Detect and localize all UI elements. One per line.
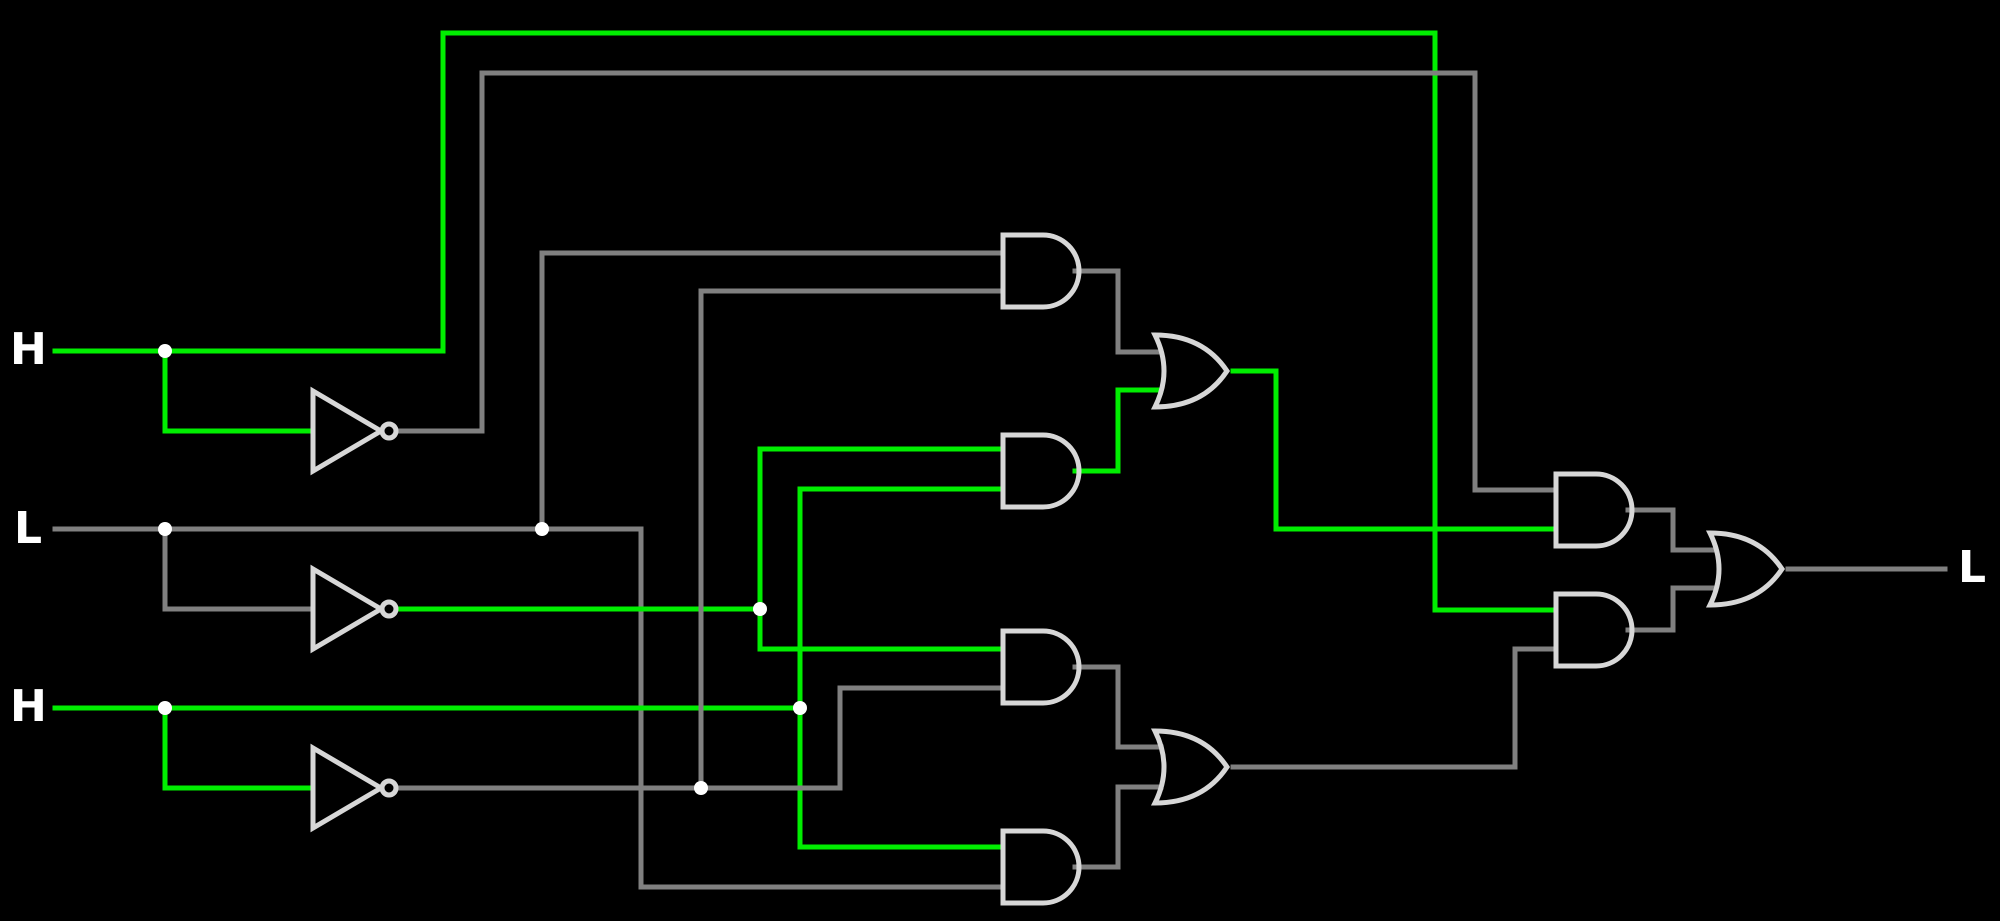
gates xyxy=(310,232,1786,906)
and-gate-1 xyxy=(1000,232,1082,310)
input-label-c: H xyxy=(10,681,47,732)
and-gate-6 xyxy=(1553,591,1635,669)
wire-not-b-to-and3 xyxy=(757,446,1006,652)
wire-input-c-to-and4 xyxy=(797,486,1006,850)
and-gate-3 xyxy=(1000,628,1082,706)
input-label-b: L xyxy=(14,503,43,554)
wires xyxy=(52,30,1948,890)
junctions xyxy=(158,344,807,795)
junction-dot-7 xyxy=(694,781,708,795)
junction-dot-5 xyxy=(753,602,767,616)
wire-and2-out xyxy=(1072,387,1164,474)
junction-dot-4 xyxy=(158,701,172,715)
or-gate-1 xyxy=(1150,332,1231,410)
and-gate-5 xyxy=(1553,471,1635,549)
wire-or1-out xyxy=(1230,368,1558,532)
wire-input-a-to-not xyxy=(162,348,315,434)
wire-and5-out xyxy=(1625,507,1719,553)
or-gate-3 xyxy=(1705,530,1786,608)
wire-or2-out xyxy=(1230,646,1558,770)
junction-dot-2 xyxy=(158,522,172,536)
wire-not-c-to-and1 xyxy=(698,288,1006,791)
not-gate-1 xyxy=(310,386,399,476)
junction-dot-1 xyxy=(158,344,172,358)
not-gate-2 xyxy=(310,564,399,654)
junction-dot-6 xyxy=(793,701,807,715)
wire-not-a-out xyxy=(395,70,1558,493)
not-gate-3 xyxy=(310,743,399,833)
wire-and1-out xyxy=(1072,268,1164,355)
input-label-a: H xyxy=(10,324,47,375)
wire-input-c-to-not xyxy=(162,705,315,791)
output-label: L xyxy=(1958,542,1987,593)
and-gate-4 xyxy=(1000,828,1082,906)
wire-and3-out xyxy=(1072,664,1164,750)
wire-and6-out xyxy=(1625,585,1719,633)
wire-input-b-to-and1 xyxy=(539,250,1006,532)
and-gate-2 xyxy=(1000,432,1082,510)
wire-and4-out xyxy=(1072,784,1164,870)
junction-dot-3 xyxy=(535,522,549,536)
wire-not-c-to-and3 xyxy=(837,685,1006,791)
wire-input-b xyxy=(52,526,1006,890)
wire-input-a xyxy=(52,30,1558,613)
wire-input-b-to-not xyxy=(162,526,315,612)
or-gate-2 xyxy=(1150,728,1231,806)
